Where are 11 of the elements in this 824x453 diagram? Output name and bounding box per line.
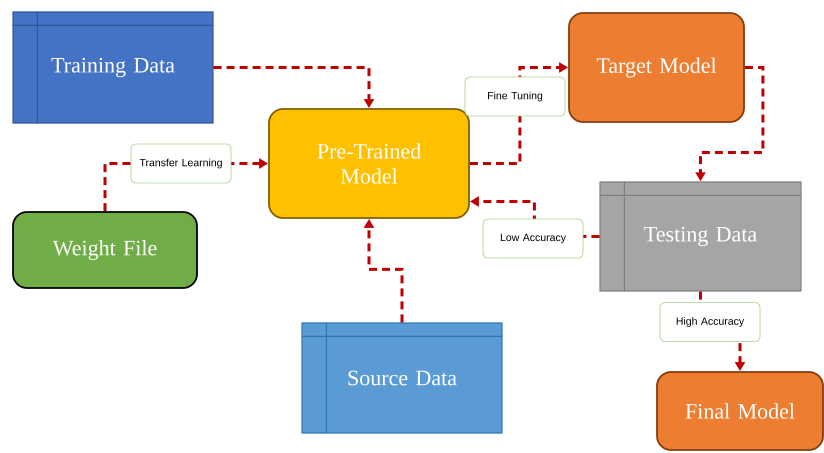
data-table-box: Testing Data bbox=[599, 181, 802, 292]
edge-label: Low Accuracy bbox=[482, 218, 584, 258]
process-box: Pre-Trained Model bbox=[268, 108, 470, 219]
process-box: Final Model bbox=[656, 371, 824, 451]
process-box: Target Model bbox=[568, 12, 745, 123]
edge-label: Fine Tuning bbox=[464, 76, 566, 116]
process-box: Weight File bbox=[12, 211, 198, 289]
edge-label: High Accuracy bbox=[660, 302, 760, 342]
edge-label: Transfer Learning bbox=[130, 144, 232, 184]
data-table-box: Source Data bbox=[301, 322, 503, 434]
data-table-box: Training Data bbox=[12, 11, 214, 124]
